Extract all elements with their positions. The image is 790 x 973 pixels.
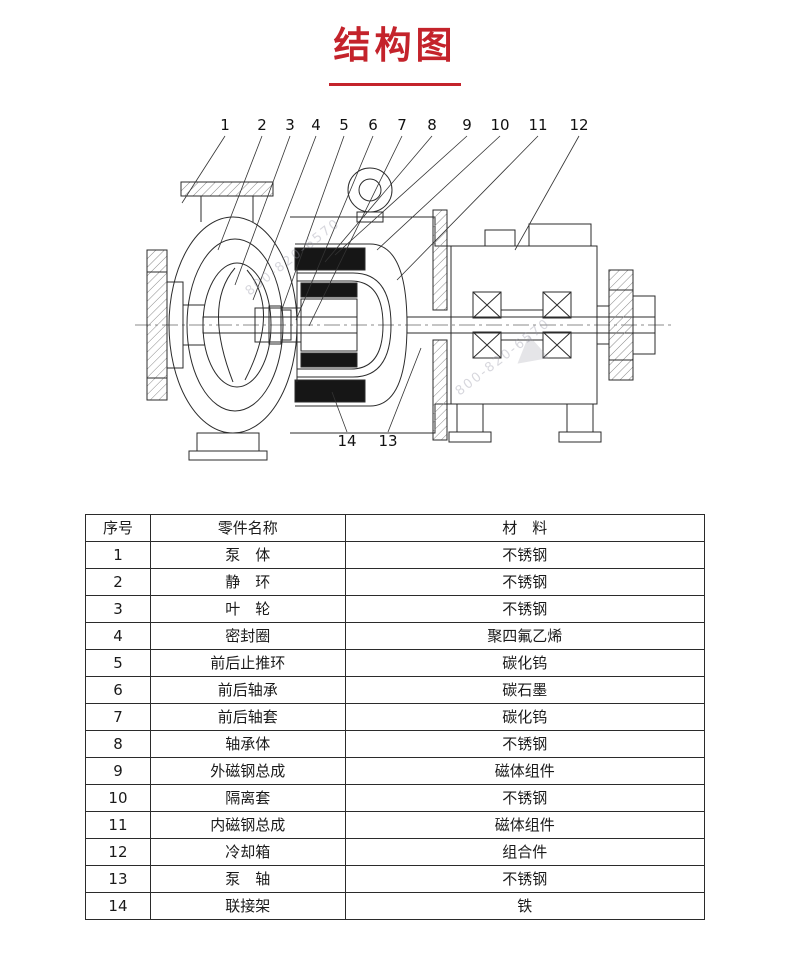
table-cell: 前后轴套: [149, 702, 346, 731]
callout-leader-lines: [181, 135, 580, 432]
callout-7: 7: [397, 116, 407, 134]
table-cell: 前后止推环: [149, 648, 346, 677]
table-header-row: 序号零件名称材 料: [85, 513, 706, 542]
table-cell: 铁: [344, 891, 706, 920]
table-cell: 联接架: [149, 891, 346, 920]
table-cell: 不锈钢: [344, 567, 706, 596]
table-cell: 前后轴承: [149, 675, 346, 704]
callout-14: 14: [337, 432, 356, 450]
pump-body-linework: [146, 167, 656, 461]
table-cell: 隔离套: [149, 783, 346, 812]
table-cell: 磁体组件: [344, 756, 706, 785]
table-cell: 泵 体: [149, 540, 346, 569]
title-underline: [329, 82, 461, 86]
table-header-cell: 材 料: [344, 513, 706, 542]
callout-3: 3: [285, 116, 295, 134]
page-title: 结构图: [333, 24, 457, 67]
table-cell: 2: [85, 567, 151, 596]
table-cell: 叶 轮: [149, 594, 346, 623]
table-cell: 9: [85, 756, 151, 785]
table-cell: 组合件: [344, 837, 706, 866]
table-cell: 外磁钢总成: [149, 756, 346, 785]
table-cell: 轴承体: [149, 729, 346, 758]
table-cell: 3: [85, 594, 151, 623]
title-block: 结构图: [0, 24, 790, 86]
callout-8: 8: [427, 116, 437, 134]
table-cell: 14: [85, 891, 151, 920]
table-cell: 13: [85, 864, 151, 893]
table-cell: 10: [85, 783, 151, 812]
callout-2: 2: [257, 116, 267, 134]
callout-5: 5: [339, 116, 349, 134]
table-cell: 不锈钢: [344, 540, 706, 569]
table-cell: 8: [85, 729, 151, 758]
callout-13: 13: [378, 432, 397, 450]
table-cell: 静 环: [149, 567, 346, 596]
table-header-cell: 序号: [85, 513, 151, 542]
callout-10: 10: [490, 116, 509, 134]
table-cell: 不锈钢: [344, 729, 706, 758]
table-cell: 7: [85, 702, 151, 731]
table-cell: 碳化钨: [344, 648, 706, 677]
table-cell: 碳化钨: [344, 702, 706, 731]
callout-numbers-bottom: 14 13: [337, 432, 397, 450]
table-cell: 不锈钢: [344, 783, 706, 812]
table-cell: 不锈钢: [344, 594, 706, 623]
table-cell: 内磁钢总成: [149, 810, 346, 839]
callout-4: 4: [311, 116, 321, 134]
table-cell: 不锈钢: [344, 864, 706, 893]
callout-6: 6: [368, 116, 378, 134]
table-cell: 碳石墨: [344, 675, 706, 704]
table-cell: 12: [85, 837, 151, 866]
table-cell: 5: [85, 648, 151, 677]
callout-9: 9: [462, 116, 472, 134]
table-cell: 泵 轴: [149, 864, 346, 893]
table-cell: 冷却箱: [149, 837, 346, 866]
callout-12: 12: [569, 116, 588, 134]
table-cell: 11: [85, 810, 151, 839]
table-cell: 1: [85, 540, 151, 569]
table-cell: 4: [85, 621, 151, 650]
table-header-cell: 零件名称: [149, 513, 346, 542]
table-cell: 6: [85, 675, 151, 704]
table-cell: 聚四氟乙烯: [344, 621, 706, 650]
table-cell: 密封圈: [149, 621, 346, 650]
callout-1: 1: [220, 116, 230, 134]
callout-11: 11: [528, 116, 547, 134]
table-cell: 磁体组件: [344, 810, 706, 839]
